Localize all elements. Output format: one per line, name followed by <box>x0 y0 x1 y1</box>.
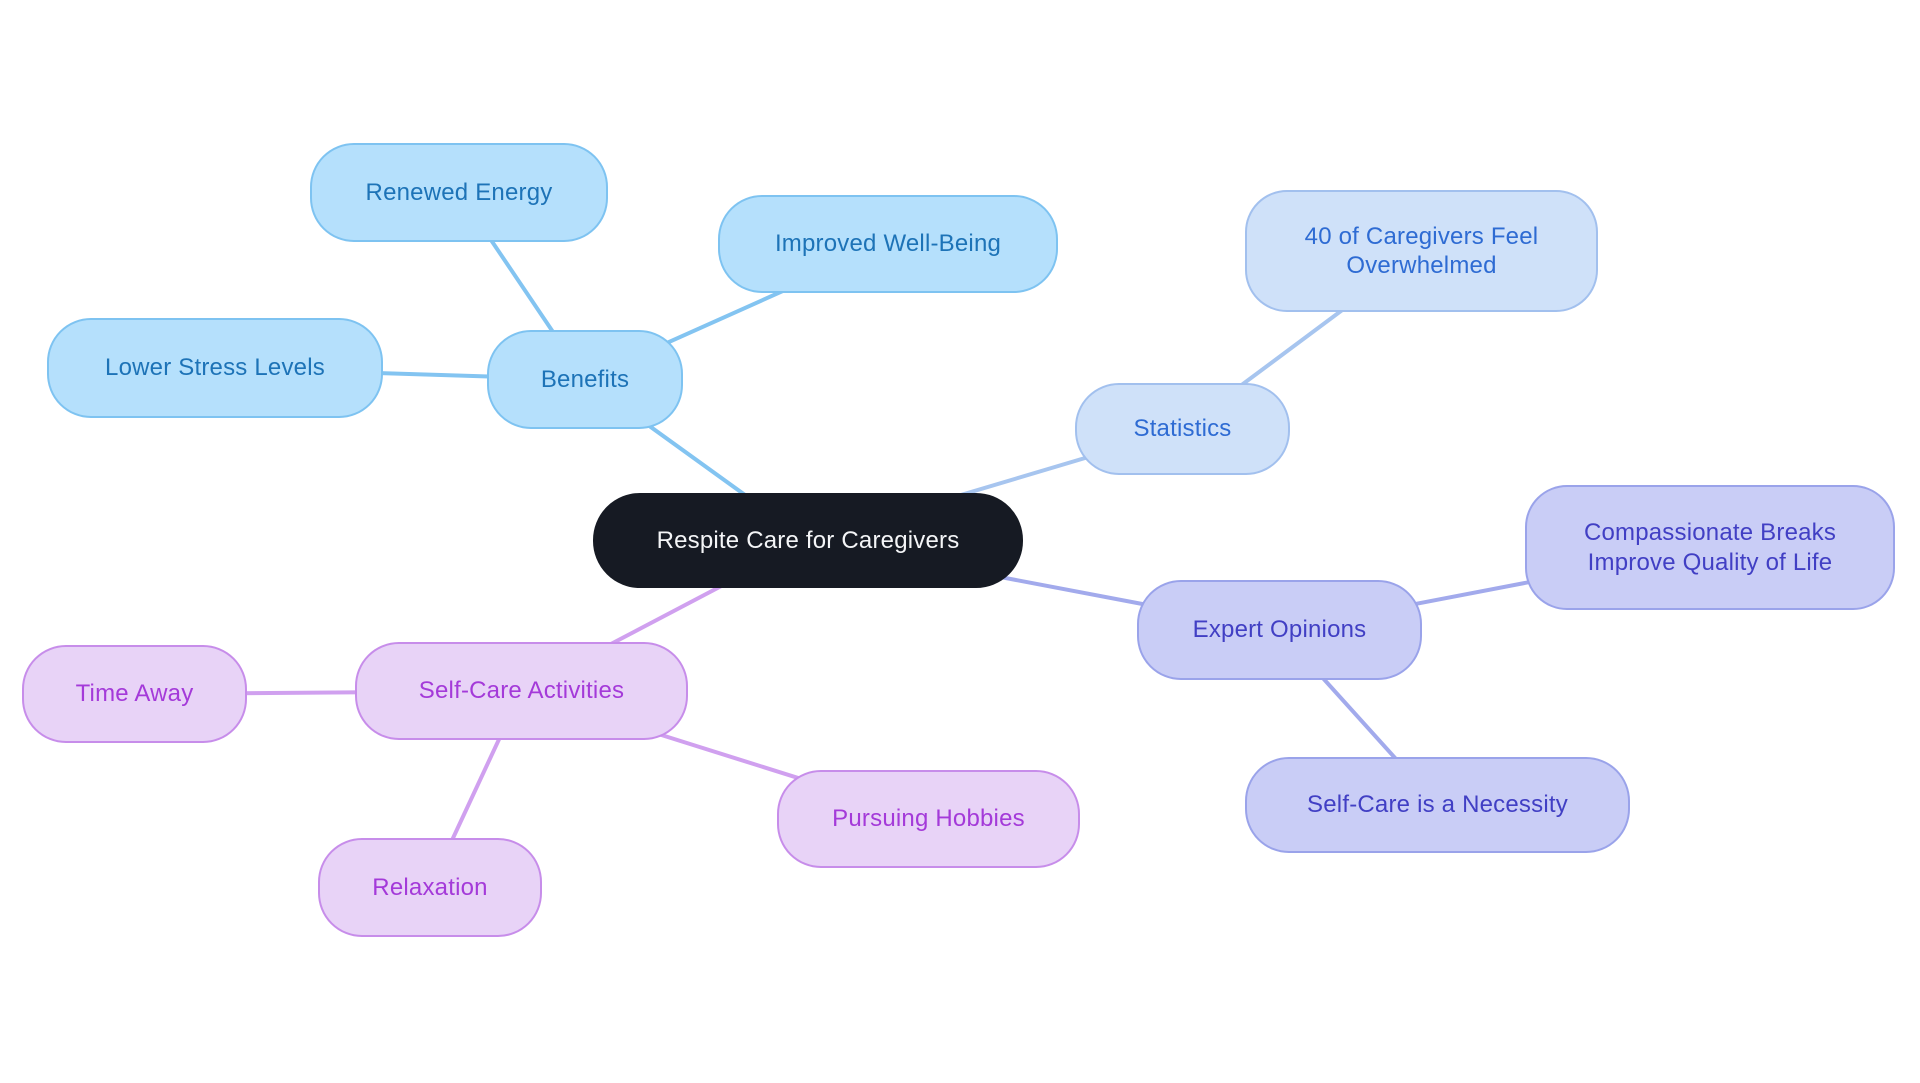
node-self-care-necessity[interactable]: Self-Care is a Necessity <box>1245 757 1630 853</box>
node-label: Benefits <box>540 365 630 393</box>
node-label: Renewed Energy <box>365 178 553 206</box>
node-expert-opinions[interactable]: Expert Opinions <box>1137 580 1422 680</box>
node-label: Statistics <box>1133 415 1232 443</box>
node-label: Time Away <box>75 680 194 708</box>
node-lower-stress-levels[interactable]: Lower Stress Levels <box>47 318 383 418</box>
node-label: 40 of Caregivers Feel Overwhelmed <box>1304 222 1539 279</box>
node-label: Self-Care is a Necessity <box>1307 791 1568 819</box>
node-compassionate-breaks[interactable]: Compassionate Breaks Improve Quality of … <box>1525 485 1895 610</box>
node-label: Respite Care for Caregivers <box>656 526 960 554</box>
node-benefits[interactable]: Benefits <box>487 330 683 429</box>
node-label: Improved Well-Being <box>774 230 1002 258</box>
node-statistics[interactable]: Statistics <box>1075 383 1290 475</box>
node-renewed-energy[interactable]: Renewed Energy <box>310 143 608 242</box>
node-label: Self-Care Activities <box>418 677 625 705</box>
node-central[interactable]: Respite Care for Caregivers <box>593 493 1023 588</box>
node-label: Lower Stress Levels <box>105 354 325 382</box>
node-label: Expert Opinions <box>1192 616 1367 644</box>
node-pursuing-hobbies[interactable]: Pursuing Hobbies <box>777 770 1080 868</box>
node-caregivers-overwhelmed[interactable]: 40 of Caregivers Feel Overwhelmed <box>1245 190 1598 312</box>
node-time-away[interactable]: Time Away <box>22 645 247 743</box>
node-label: Compassionate Breaks Improve Quality of … <box>1583 519 1837 576</box>
node-self-care-activities[interactable]: Self-Care Activities <box>355 642 688 740</box>
node-relaxation[interactable]: Relaxation <box>318 838 542 937</box>
node-label: Pursuing Hobbies <box>832 805 1025 833</box>
node-improved-well-being[interactable]: Improved Well-Being <box>718 195 1058 293</box>
node-label: Relaxation <box>372 873 488 901</box>
